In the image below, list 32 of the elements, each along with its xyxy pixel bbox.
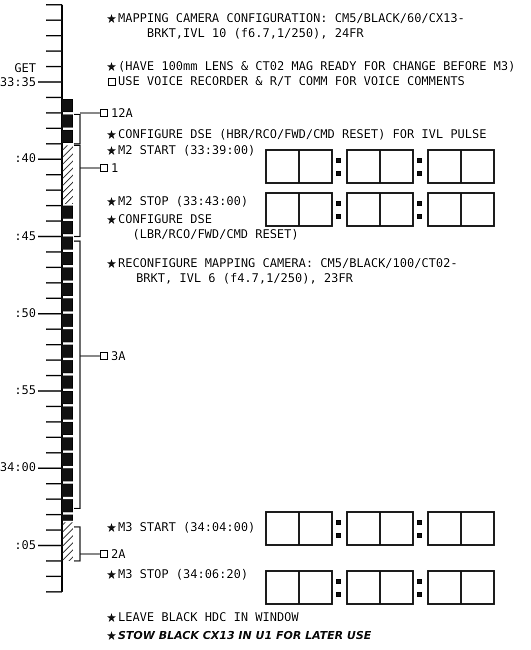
time-label: :55 [13,384,36,397]
leader-line [80,112,100,114]
leader-line [80,553,100,555]
instruction-text: LEAVE BLACK HDC IN WINDOW [118,610,299,625]
time-label: 33:35 [0,76,36,89]
step-label: 3A [111,349,126,363]
step-label: 12A [111,106,133,120]
time-label: GET [13,62,36,75]
instruction-text: M2 START (33:39:00) [118,143,256,158]
time-label: :40 [13,152,36,166]
checklist-item [100,547,126,561]
time-label: :05 [13,538,36,552]
instruction-text: RECONFIGURE MAPPING CAMERA: CM5/BLACK/100/CT02-BRKT, IVL 6 (f4.7,1/250), 23FR [118,256,459,286]
checklist-item [100,349,126,363]
instruction-text: MAPPING CAMERA CONFIGURATION: CM5/BLACK/60/CX13-BRKT,IVL 10 (f6.7,1/250), 24FR [118,11,466,41]
time-label: :45 [13,230,36,242]
instruction-text: (HAVE 100mm LENS & CT02 MAG READY FOR CHANGE BEFORE M3) [118,59,516,74]
instruction-text: M2 STOP (33:43:00) [118,194,248,209]
instruction-text: CONFIGURE DSE (LBR/RCO/FWD/CMD RESET) [118,212,300,242]
leader-line [80,355,100,357]
checklist-item [100,161,118,175]
instruction-text: USE VOICE RECORDER & R/T COMM FOR VOICE COMMENTS [118,74,465,89]
instruction-text: M3 STOP (34:06:20) [118,567,248,582]
time-label: 34:00 [0,461,36,474]
leader-line [80,167,100,169]
step-label: 1 [111,161,118,175]
step-label: 2A [111,547,126,561]
handwritten-note: STOW BLACK CX13 IN U1 FOR LATER USE [118,628,372,643]
instruction-text: CONFIGURE DSE (HBR/RCO/FWD/CMD RESET) FOR IVL PULSE [118,127,486,142]
checklist-item [100,106,133,120]
instruction-text: M3 START (34:04:00) [118,520,256,535]
time-label: :50 [13,306,36,320]
